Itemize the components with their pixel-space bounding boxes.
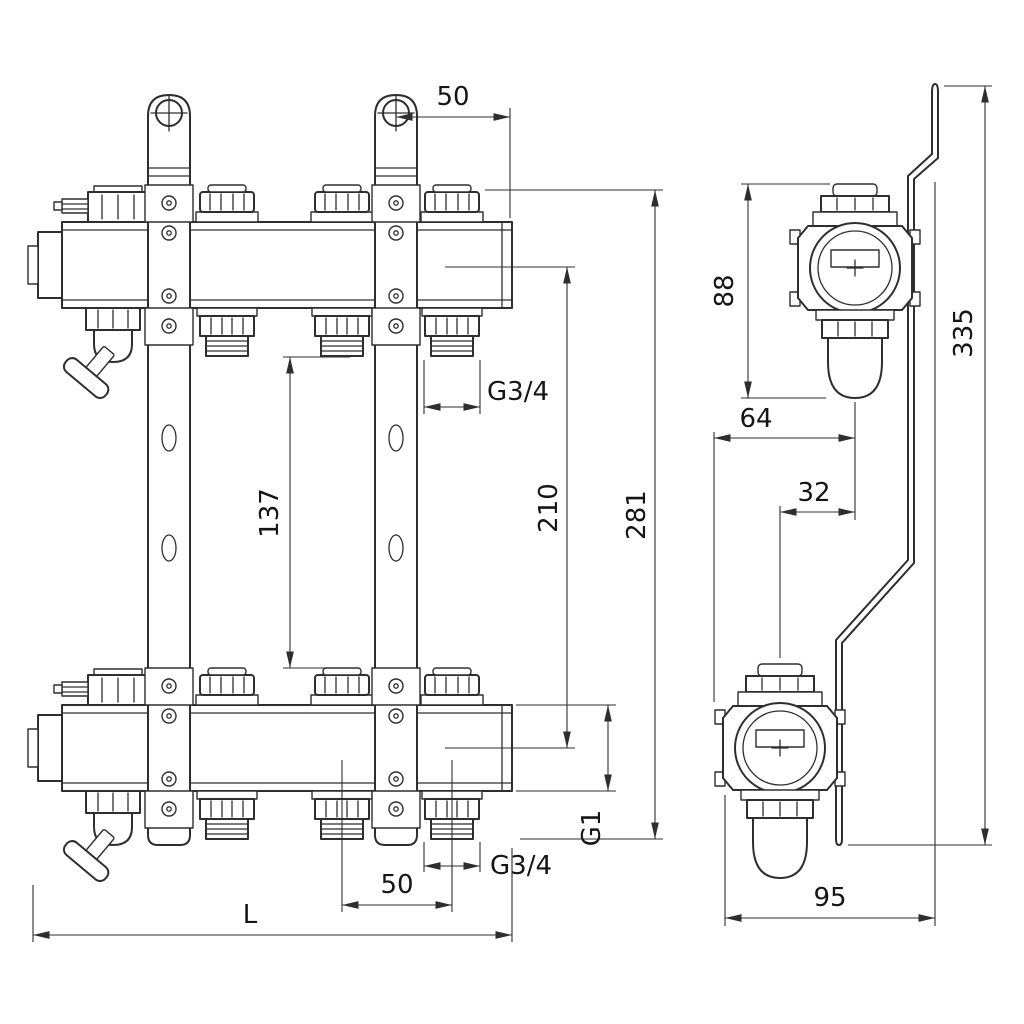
valve-cap [195,667,259,706]
dim-label-overall-height: 281 [622,490,652,540]
front-view: 50 G3/4 137 210 281 [27,82,663,942]
dim-label-depth-to-axis: 64 [739,404,772,434]
dim-label-outlet-spacing: 50 [380,870,413,900]
dim-label-main-thread: G1 [577,810,607,847]
dim-main-thread-g1: G1 [516,704,616,847]
dim-overall-length-L: L [32,848,513,942]
valve-cap [420,184,484,223]
dim-valve-assembly-height-88: 88 [710,183,830,399]
valve-cap [420,667,484,706]
dim-outlet-spacing-50: 50 [341,760,453,912]
dim-label-outlet-thread-bottom: G3/4 [490,851,552,881]
side-valve-assembly-bottom [714,663,846,879]
dim-overall-height-281: 281 [485,189,663,840]
side-view: 88 64 32 335 95 [710,83,992,926]
dim-label-bracket-height: 335 [949,308,979,358]
valve-cap [310,184,374,223]
dim-label-bracket-span: 137 [255,488,285,538]
dim-bracket-height-335: 335 [848,85,992,846]
end-plug [37,231,63,299]
valve-cap [310,667,374,706]
dim-outlet-thread-bottom: G3/4 [423,842,552,881]
end-plug [37,714,63,782]
top-manifold-bar [27,184,513,402]
dim-label-outlet-thread-top: G3/4 [487,377,549,407]
mounting-bracket-right [372,95,420,845]
bottom-manifold-bar [27,667,513,885]
dim-axis-offset-32: 32 [779,478,855,658]
dim-label-valve-assembly-height: 88 [710,274,740,307]
outlet-union [196,307,258,357]
dim-outlet-thread-top: G3/4 [423,360,549,414]
dim-depth-to-axis-64: 64 [713,402,856,702]
air-vent-fitting [53,668,149,706]
outlet-union [196,790,258,840]
dim-bracket-span-137: 137 [255,356,350,669]
air-vent-fitting [53,185,149,223]
mounting-bracket-left [145,95,193,845]
outlet-union [421,307,483,357]
drain-valve [60,790,141,885]
dim-label-axis-offset: 32 [797,478,830,508]
outlet-union [311,307,373,357]
valve-cap [195,184,259,223]
dim-overall-depth-95: 95 [724,182,936,926]
drain-valve [60,307,141,402]
dim-label-overall-length: L [243,900,258,930]
side-valve-assembly-top [789,183,921,399]
dim-label-end-offset: 50 [436,82,469,112]
dim-label-axis-distance: 210 [534,483,564,533]
dim-axis-distance-210: 210 [445,266,575,749]
dim-label-overall-depth: 95 [813,883,846,913]
dim-end-offset-50: 50 [396,82,511,218]
